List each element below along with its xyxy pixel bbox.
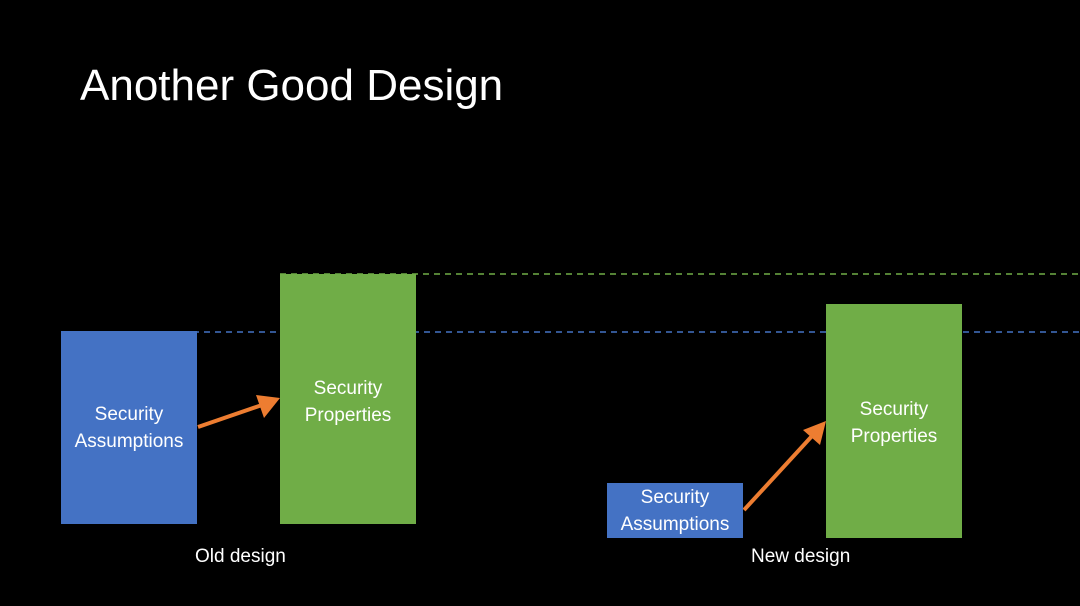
new-security-assumptions-label: Security Assumptions [620, 486, 730, 535]
old-security-properties-label: Security Properties [304, 378, 392, 426]
old-design-arrow [197, 395, 280, 429]
old-security-assumptions-label: Security Assumptions [74, 403, 184, 452]
new-security-assumptions-box: Security Assumptions [607, 483, 743, 538]
new-design-caption: New design [751, 546, 851, 567]
old-security-properties-box: Security Properties [280, 274, 416, 524]
new-design-arrow [742, 421, 826, 512]
slide-title: Another Good Design [80, 61, 504, 110]
new-security-properties-label: Security Properties [850, 399, 938, 447]
old-design-caption: Old design [195, 546, 286, 567]
old-security-assumptions-box: Security Assumptions [61, 331, 197, 524]
new-security-properties-box: Security Properties [826, 304, 962, 538]
